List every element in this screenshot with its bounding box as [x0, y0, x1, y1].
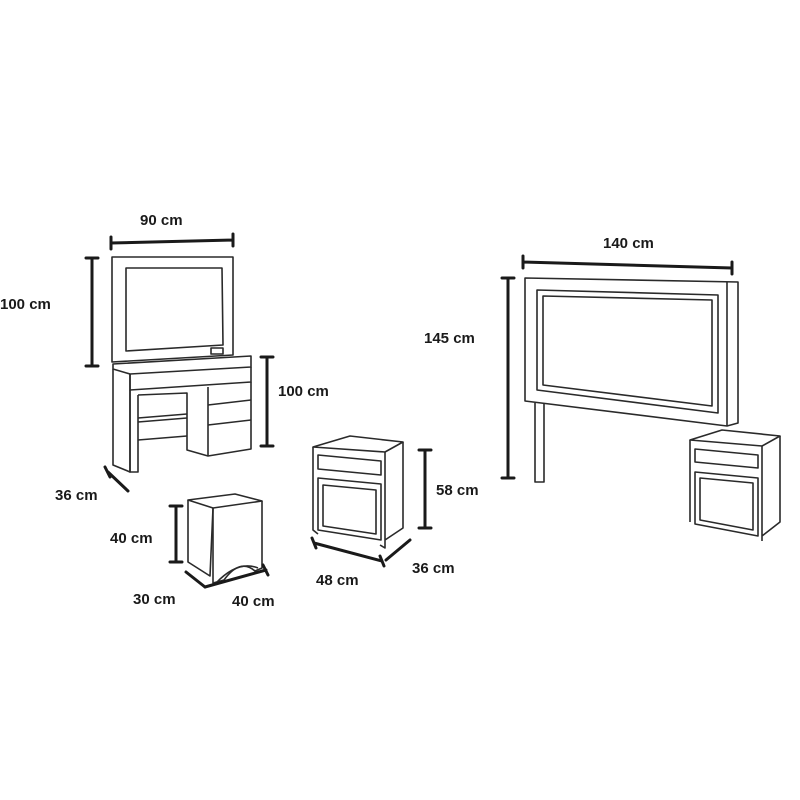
- nightstand-depth-line: [384, 538, 412, 562]
- vanity-mirror-height-label: 100 cm: [0, 296, 51, 313]
- stool-drawing: [187, 493, 263, 584]
- headboard-height-label: 145 cm: [424, 330, 475, 347]
- vanity-drawing: [111, 256, 252, 473]
- stool-depth-label: 30 cm: [133, 591, 176, 608]
- stool-depth-line: [184, 570, 207, 589]
- stool-width-line: [203, 563, 270, 589]
- vanity-depth-label: 36 cm: [55, 487, 98, 504]
- stool-width-label: 40 cm: [232, 593, 275, 610]
- headboard-drawing: [524, 277, 739, 483]
- nightstand-drawing: [312, 435, 404, 549]
- vanity-height-line: [259, 355, 275, 448]
- headboard-width-label: 140 cm: [603, 235, 654, 252]
- nightstand-height-label: 58 cm: [436, 482, 479, 499]
- nightstand-width-line: [310, 536, 386, 568]
- vanity-mirror-height-line: [84, 256, 100, 368]
- nightstand-depth-label: 36 cm: [412, 560, 455, 577]
- nightstand-height-line: [417, 448, 433, 530]
- vanity-height-label: 100 cm: [278, 383, 329, 400]
- vanity-depth-line: [103, 465, 130, 493]
- vanity-width-line: [109, 232, 235, 251]
- nightstand-width-label: 48 cm: [316, 572, 359, 589]
- headboard-height-line: [500, 276, 516, 480]
- vanity-width-label: 90 cm: [140, 212, 183, 229]
- nightstand-2-drawing: [689, 429, 781, 541]
- stool-height-label: 40 cm: [110, 530, 153, 547]
- stool-height-line: [168, 504, 184, 564]
- headboard-width-line: [521, 254, 734, 276]
